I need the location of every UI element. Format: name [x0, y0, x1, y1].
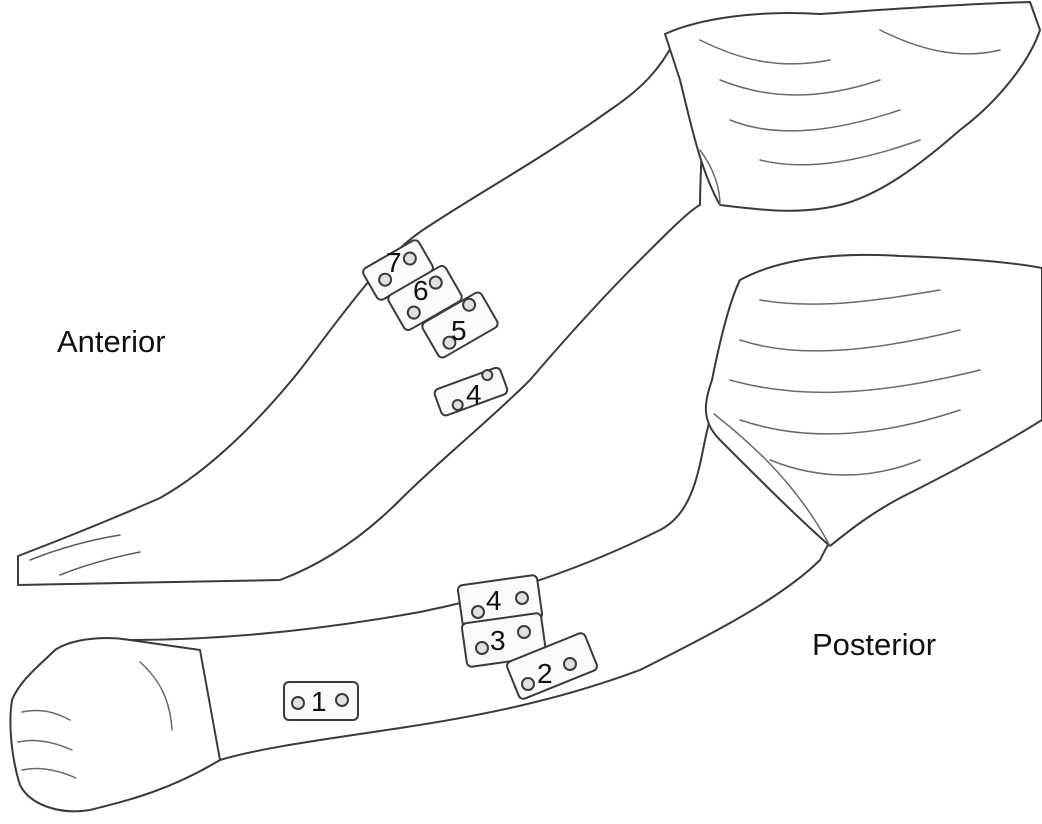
anterior-number-6: 6 [413, 275, 429, 306]
anterior-number-7: 7 [386, 247, 402, 278]
anterior-sleeve [665, 2, 1040, 211]
anterior-arm-outline [18, 40, 702, 585]
posterior-label: Posterior [812, 629, 936, 660]
anterior-number-5: 5 [451, 315, 467, 346]
posterior-number-3: 3 [490, 625, 506, 656]
posterior-hand [10, 638, 220, 811]
posterior-number-4: 4 [486, 585, 502, 616]
anterior-label: Anterior [57, 326, 166, 357]
anterior-number-4: 4 [466, 379, 482, 410]
posterior-number-1: 1 [311, 686, 327, 717]
posterior-number-2: 2 [537, 658, 553, 689]
